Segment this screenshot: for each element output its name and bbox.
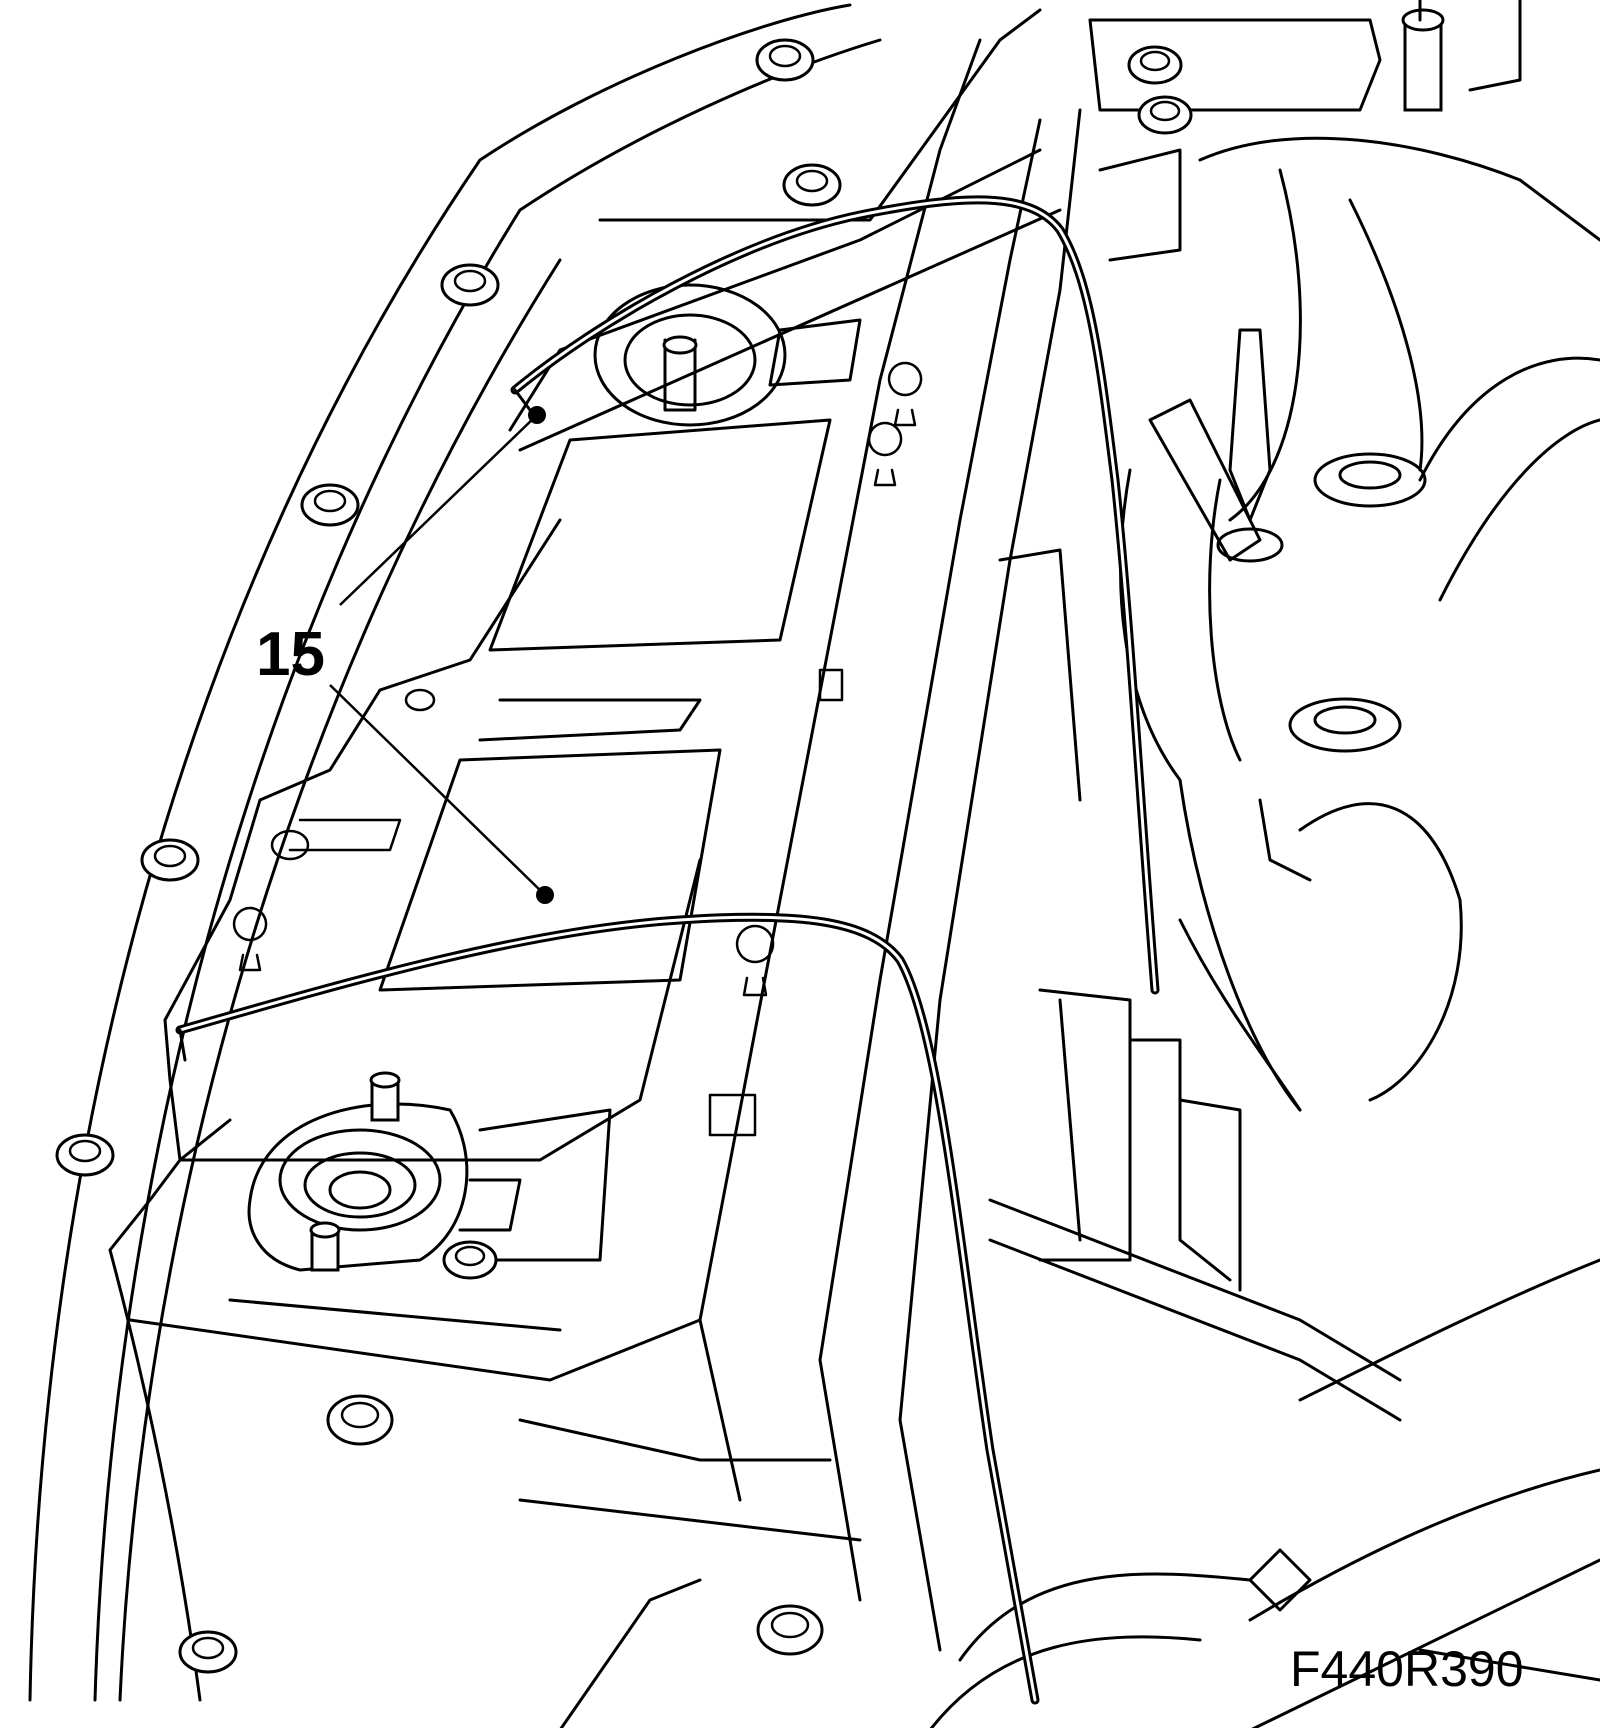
callout-label-15: 15 [256, 620, 325, 689]
weatherstrip-seal [175, 195, 1160, 1705]
bolt-icon [140, 838, 200, 882]
keyhole-slots [232, 361, 923, 997]
bolt-icon [1127, 45, 1183, 85]
bolt-icon [178, 1630, 238, 1674]
bolt-icon [1137, 95, 1193, 135]
radiator-support-structure [508, 8, 1382, 1652]
upper-strut-mount [593, 283, 787, 427]
figure-code: F440R390 [1290, 1641, 1524, 1697]
bolt-icon [756, 1604, 824, 1656]
lower-strut-mount [247, 1102, 612, 1272]
engine-bay-components [559, 0, 1600, 1728]
bolt-icon [755, 38, 815, 82]
bolt-icon [442, 1240, 498, 1280]
bolt-icon [55, 1133, 115, 1177]
lower-crossmember [108, 518, 862, 1542]
stud-icon [309, 1221, 341, 1272]
panel-openings [288, 318, 862, 1137]
stud-icon [1401, 8, 1445, 112]
bolt-heads [55, 8, 1445, 1674]
bolt-icon [300, 483, 360, 527]
bolt-icon [782, 163, 842, 207]
callout-leaders [329, 406, 554, 904]
bolt-icon [440, 263, 500, 307]
stud-icon [369, 1071, 401, 1122]
bolt-icon [326, 1394, 394, 1446]
